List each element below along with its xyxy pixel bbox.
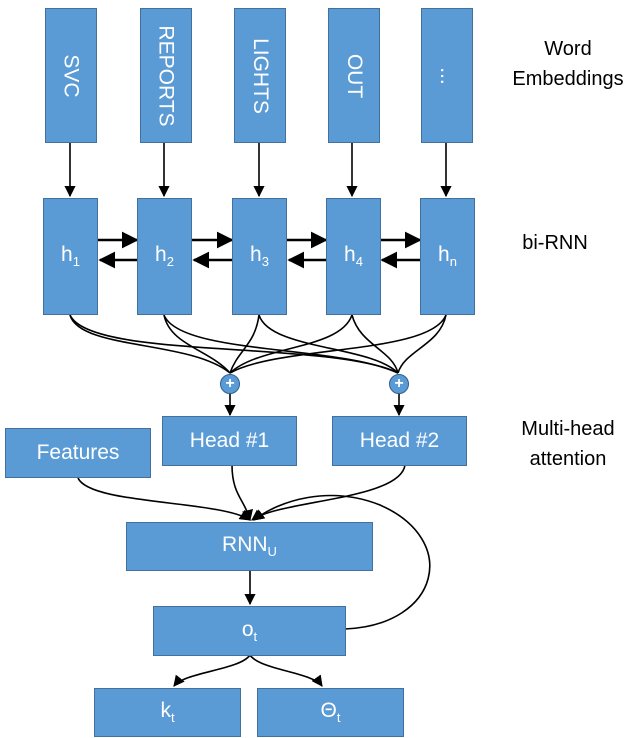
head2-to-rnn — [251, 464, 406, 521]
multihead-attention-label: Multi-head attention — [498, 414, 638, 474]
ot-feedback-loop — [253, 494, 431, 630]
hidden-state-sub: 3 — [261, 254, 269, 270]
hidden-state-base: h — [155, 243, 167, 267]
theta-t-base: Θ — [320, 699, 337, 723]
bi-rnn-label: bi-RNN — [500, 228, 610, 258]
head-2-label: Head #2 — [359, 429, 440, 452]
rnn-u-sub: U — [267, 544, 277, 560]
head-2-box: Head #2 — [332, 416, 467, 466]
bi-rnn-text: bi-RNN — [522, 232, 588, 254]
hidden-state-sub: 4 — [355, 254, 363, 270]
word-embeddings-line2: Embeddings — [512, 68, 624, 90]
embedding-label: SVC — [60, 53, 83, 98]
theta-t-box: Θt — [257, 688, 404, 737]
embedding-label: REPORTS — [155, 24, 179, 127]
attn-curve-h3-a — [229, 314, 260, 374]
hidden-state-base: h — [344, 243, 356, 267]
attn-curve-hn-a — [229, 314, 447, 374]
ot-to-theta — [249, 654, 323, 687]
attn-curve-h4-b — [351, 314, 399, 374]
embedding-label: ... — [435, 66, 459, 85]
embedding-box-out: OUT — [328, 8, 380, 143]
attn-curve-h4-a — [229, 314, 353, 374]
head1-to-rnn — [231, 464, 253, 522]
multihead-line2: attention — [529, 448, 607, 470]
features-to-rnn — [77, 477, 251, 521]
k-t-base: k — [160, 699, 171, 723]
hidden-state-box-4: h4 — [326, 198, 381, 315]
word-embeddings-label: Word Embeddings — [500, 34, 636, 94]
embedding-box-svc: SVC — [45, 8, 97, 143]
attn-curve-h1-a — [69, 314, 231, 374]
rnn-u-base: RNN — [222, 533, 268, 557]
attn-curve-h3-b — [258, 314, 399, 374]
features-box: Features — [5, 428, 151, 478]
embedding-box-lights: LIGHTS — [234, 8, 286, 143]
embedding-label: OUT — [342, 53, 366, 98]
o-t-sub: t — [253, 629, 258, 645]
hidden-state-box-3: h3 — [232, 198, 287, 315]
hidden-state-box-1: h1 — [43, 198, 98, 315]
theta-t-sub: t — [336, 710, 341, 726]
hidden-state-sub: 1 — [72, 254, 80, 270]
o-t-box: ot — [153, 606, 346, 656]
word-embeddings-line1: Word — [544, 38, 592, 60]
embedding-box-reports: REPORTS — [140, 8, 192, 143]
multihead-line1: Multi-head — [521, 418, 615, 440]
features-label: Features — [36, 441, 120, 464]
hidden-state-box-n: hn — [420, 198, 475, 315]
head-1-box: Head #1 — [162, 416, 297, 466]
embedding-label: LIGHTS — [249, 37, 273, 114]
hidden-state-box-2: h2 — [137, 198, 192, 315]
hidden-state-sub: n — [449, 254, 457, 270]
attn-curve-h2-b — [163, 314, 399, 374]
o-t-base: o — [241, 617, 254, 641]
sum-node-2: + — [389, 374, 409, 394]
ot-to-kt — [173, 654, 251, 687]
rnn-u-box: RNNU — [126, 522, 373, 571]
sum-node-1: + — [220, 374, 240, 394]
k-t-box: kt — [94, 688, 241, 737]
embedding-box-ellipsis: ... — [421, 8, 473, 143]
hidden-state-base: h — [250, 243, 262, 267]
hidden-state-base: h — [61, 243, 73, 267]
attn-curve-hn-b — [397, 314, 447, 374]
attn-curve-h2-a — [163, 314, 231, 374]
k-t-sub: t — [170, 710, 175, 726]
hidden-state-sub: 2 — [166, 254, 174, 270]
hidden-state-base: h — [438, 243, 450, 267]
head-1-label: Head #1 — [189, 429, 270, 452]
